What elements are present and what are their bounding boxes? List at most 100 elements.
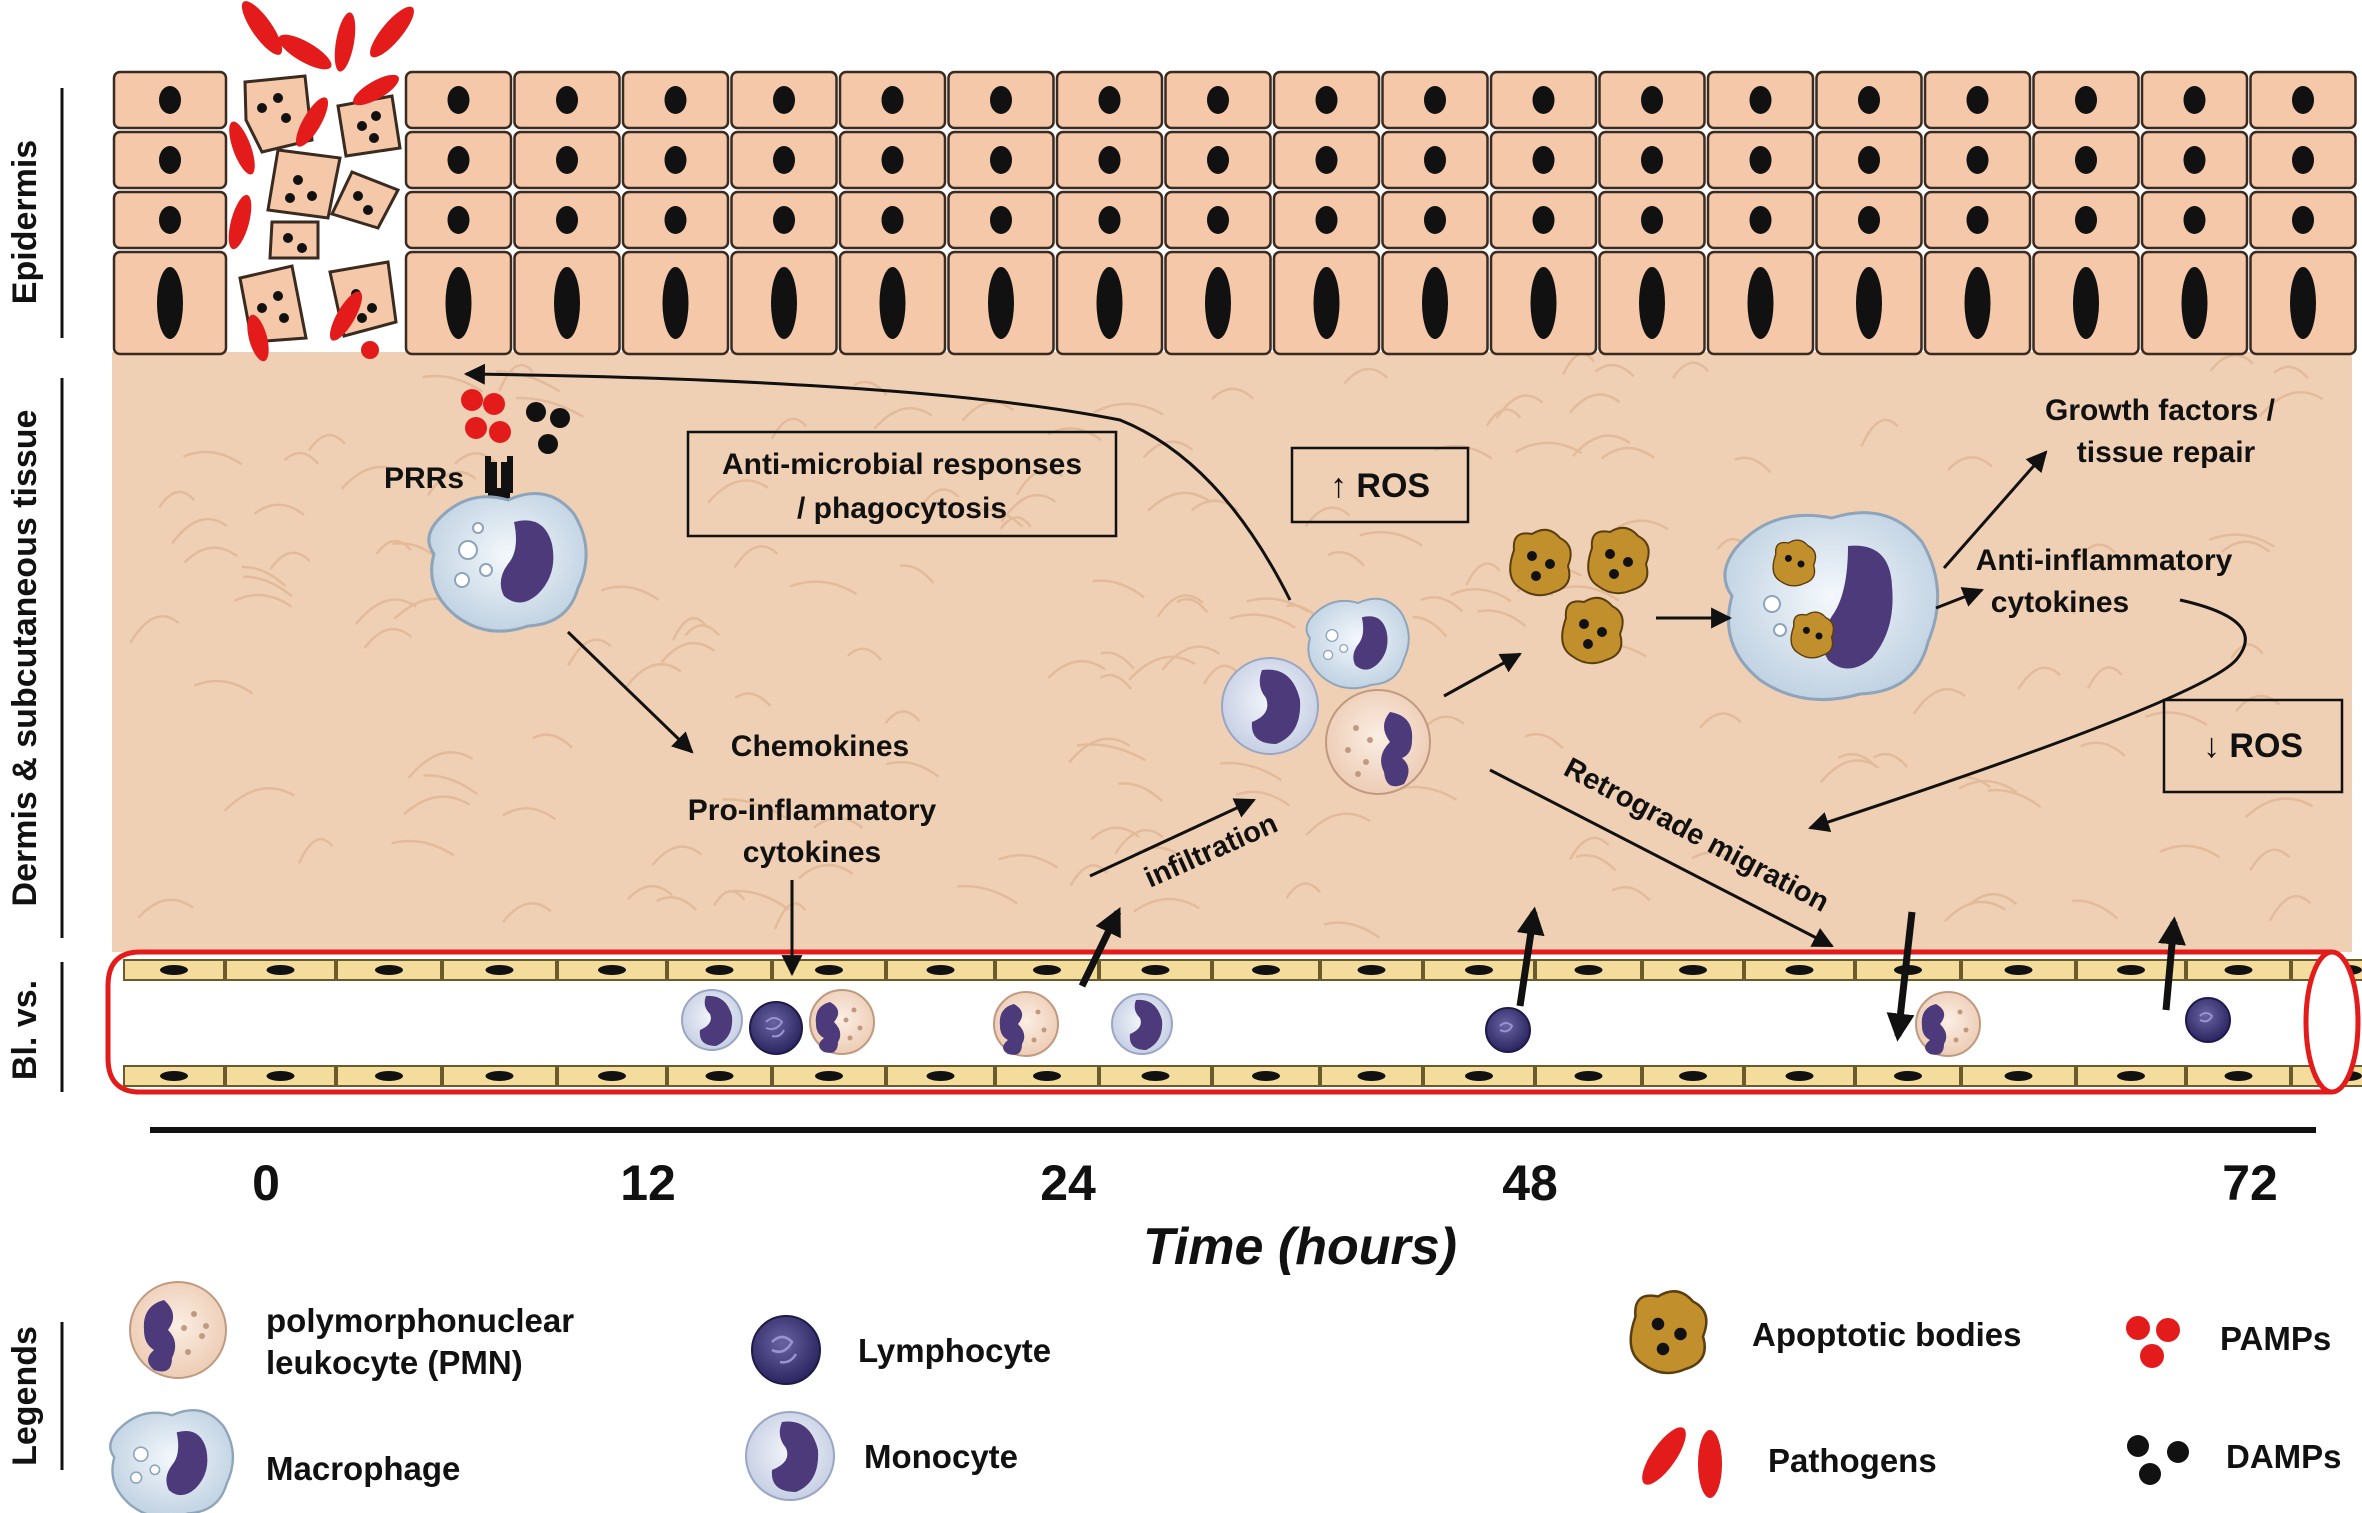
dermis-fiber: [1495, 394, 1544, 420]
dermis-fiber: [1100, 651, 1135, 670]
ros-up-box: [1290, 446, 1470, 524]
legend-damps-icon: [2127, 1435, 2189, 1485]
dermis-fiber: [1176, 597, 1209, 614]
dermis-fiber: [297, 837, 334, 864]
epidermal-cell: [112, 70, 228, 130]
epidermal-cell: [621, 190, 730, 250]
arrow-to-chemokines: [566, 630, 694, 754]
pamps-near-receptor: [461, 389, 511, 443]
dermis-fiber: [1229, 613, 1296, 629]
endothelial-cell: [557, 959, 667, 981]
dermis-fiber: [2230, 643, 2264, 659]
legend-macrophage-icon: [109, 1408, 235, 1513]
epidermal-cell: [730, 70, 838, 130]
dermis-fiber: [340, 465, 405, 490]
epidermal-cell: [513, 250, 621, 356]
epidermal-cell: [1923, 190, 2032, 250]
dermis-fiber: [684, 624, 720, 637]
dermis-fiber: [1359, 530, 1423, 547]
phagocytic-macrophage: [1723, 511, 1940, 702]
monocyte-cell: [681, 989, 743, 1051]
dermis-fiber: [193, 679, 254, 695]
pmn-cell: [1325, 689, 1431, 795]
epidermal-cell: [1489, 250, 1598, 356]
antimicrobial-label-line2: / phagocytosis: [797, 492, 1007, 525]
damps-near-receptor: [526, 402, 570, 454]
dermis-fiber: [567, 638, 612, 667]
dermis-fiber: [1477, 609, 1527, 628]
epidermal-cell: [730, 130, 838, 190]
dermis-fiber: [847, 647, 883, 661]
dermis-fiber: [1235, 790, 1291, 807]
epidermal-cell: [513, 190, 621, 250]
dermis-fiber: [2268, 895, 2312, 922]
dermis-fiber: [1219, 761, 1282, 782]
damaged-cell: [266, 148, 342, 220]
lymphocyte-cell: [749, 1001, 803, 1055]
dermis-fiber: [998, 854, 1059, 869]
dermis-fiber: [375, 539, 412, 555]
dermis-fiber: [734, 692, 772, 708]
growth-label-line2: tissue repair: [2077, 436, 2256, 469]
dermis-fiber: [1068, 737, 1131, 764]
damaged-cell: [329, 170, 401, 230]
dermis-fiber: [2087, 666, 2123, 689]
dermis-fiber: [2072, 899, 2119, 920]
epidermal-cell: [1164, 250, 1272, 356]
epidermal-cell: [730, 190, 838, 250]
epidermal-cell: [1815, 190, 1923, 250]
epidermal-cell: [1164, 190, 1272, 250]
epidermal-cell: [1815, 250, 1923, 356]
dermis-fiber: [233, 593, 293, 608]
epidermal-cell: [513, 70, 621, 130]
epidermal-cell: [1055, 190, 1164, 250]
dermis-fiber: [1092, 579, 1145, 599]
epidermal-cell: [838, 250, 947, 356]
legend-pamps-label: PAMPs: [2220, 1320, 2331, 1357]
endothelial-cell: [1855, 1065, 1961, 1087]
dermis-fiber: [1000, 493, 1057, 523]
epidermal-cell: [404, 190, 513, 250]
dermis-fiber: [1412, 615, 1448, 638]
arrow-vessel-out-48h: [1516, 906, 1545, 1007]
dermis-fiber: [1524, 733, 1564, 750]
epidermal-cell: [1815, 130, 1923, 190]
dermis-fiber: [1860, 418, 1899, 448]
endothelial-cell: [1212, 1065, 1320, 1087]
endothelial-cell: [886, 1065, 995, 1087]
epidermal-cell: [2140, 130, 2249, 190]
epidermal-cell: [1055, 130, 1164, 190]
epidermal-cell: [2032, 70, 2140, 130]
epidermal-cell: [112, 190, 228, 250]
dermis-fiber: [1285, 882, 1322, 899]
dermis-fiber: [1699, 712, 1742, 729]
endothelial-cell: [225, 959, 336, 981]
lymphocyte-cell: [1485, 1007, 1531, 1053]
arrow-vessel-in-retrograde: [1886, 911, 1916, 1042]
dermis-side-label: Dermis & subcutaneous tissue: [6, 410, 44, 907]
epidermal-cell: [2249, 130, 2357, 190]
epidermal-cell: [404, 250, 513, 356]
endothelial-cell: [772, 959, 886, 981]
dermis-fiber: [355, 598, 418, 625]
legend-macrophage-label: Macrophage: [266, 1450, 460, 1487]
endothelial-cell: [1320, 959, 1423, 981]
epidermal-cell: [112, 250, 228, 356]
endothelium-bottom: [123, 1065, 2362, 1087]
dermis-fiber: [183, 546, 239, 564]
epidermal-cell: [621, 250, 730, 356]
endothelial-cell: [995, 1065, 1099, 1087]
legend-monocyte-label: Monocyte: [864, 1438, 1018, 1475]
endothelial-cell: [1535, 1065, 1642, 1087]
dermis-fiber: [243, 575, 293, 598]
dermis-fiber: [403, 795, 471, 816]
apoptotic-body: [1509, 528, 1572, 597]
dermis-fiber: [501, 807, 557, 821]
legend-monocyte-icon: [745, 1411, 835, 1501]
dermis-fiber: [999, 516, 1032, 530]
dermis-fiber: [961, 401, 1015, 422]
dermis-fiber: [182, 450, 243, 466]
dermis-fiber: [363, 627, 413, 649]
endothelial-cell: [1535, 959, 1642, 981]
dermis-fiber: [900, 564, 935, 584]
